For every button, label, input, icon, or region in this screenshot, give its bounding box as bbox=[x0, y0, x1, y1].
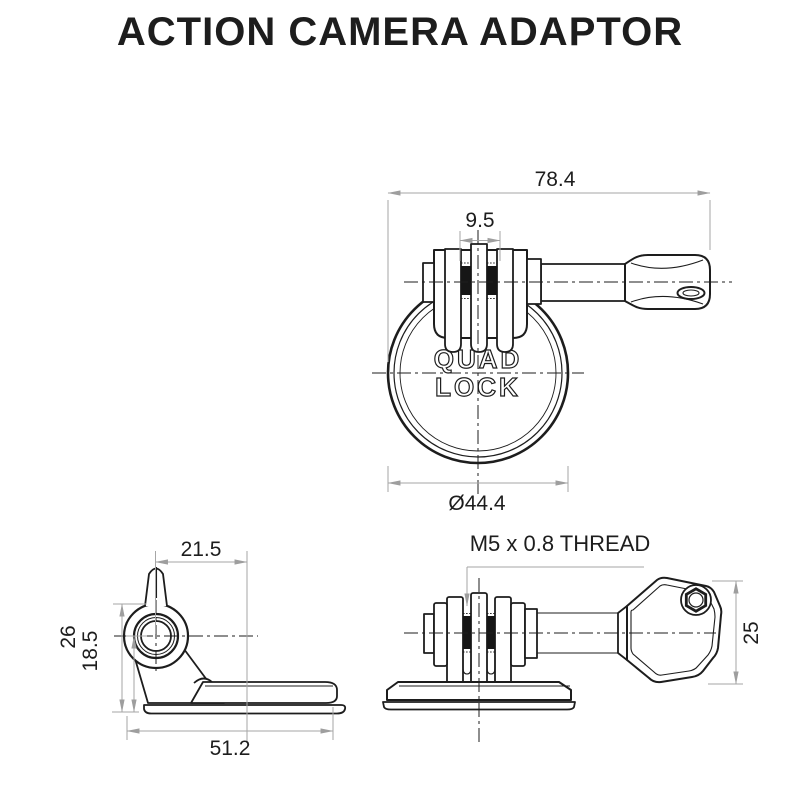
arm-slot-hole bbox=[676, 286, 706, 300]
thread-section bbox=[461, 266, 471, 295]
side-view: 21.5 26 18.5 51.2 bbox=[57, 538, 347, 760]
screw-centerlines bbox=[404, 578, 716, 746]
thread-section bbox=[487, 266, 497, 295]
logo-line2: LOCK bbox=[435, 372, 521, 402]
page-title: ACTION CAMERA ADAPTOR bbox=[117, 10, 683, 54]
thread-spec-label: M5 x 0.8 THREAD bbox=[470, 531, 651, 556]
side-base bbox=[143, 677, 347, 715]
dim-diameter: Ø44.4 bbox=[448, 492, 506, 515]
dim-knob-height: 25 bbox=[740, 621, 763, 644]
dim-arm-offset: 21.5 bbox=[181, 538, 222, 561]
left-collar bbox=[433, 602, 448, 667]
base-lip bbox=[143, 704, 347, 715]
prong-finger-center bbox=[470, 243, 488, 353]
prong-finger-right bbox=[494, 596, 512, 684]
side-dimensions: 21.5 26 18.5 51.2 bbox=[57, 538, 334, 760]
right-collar bbox=[510, 602, 526, 667]
screw-knob bbox=[626, 576, 723, 684]
dim-pivot-height: 18.5 bbox=[79, 631, 102, 672]
dim-overall-width: 78.4 bbox=[535, 168, 576, 191]
front-dimensions: 78.4 9.5 Ø44.4 bbox=[387, 168, 711, 515]
dim-prong-gap: 9.5 bbox=[465, 209, 494, 232]
thumbscrew-view: M5 x 0.8 THREAD 25 bbox=[382, 531, 763, 746]
front-centerlines bbox=[372, 230, 732, 498]
screw-prongs bbox=[423, 592, 538, 689]
dim-overall-height: 26 bbox=[57, 625, 80, 648]
prong-finger-left bbox=[444, 248, 462, 353]
front-view: QUAD LOCK bbox=[372, 168, 732, 515]
prong-assembly bbox=[422, 243, 542, 353]
dim-base-length: 51.2 bbox=[210, 737, 251, 760]
prong-finger-right bbox=[496, 248, 514, 353]
hex-socket bbox=[680, 584, 712, 616]
prong-finger-left bbox=[446, 596, 464, 684]
screw-dimensions: M5 x 0.8 THREAD 25 bbox=[464, 531, 763, 685]
base-body bbox=[190, 681, 338, 704]
